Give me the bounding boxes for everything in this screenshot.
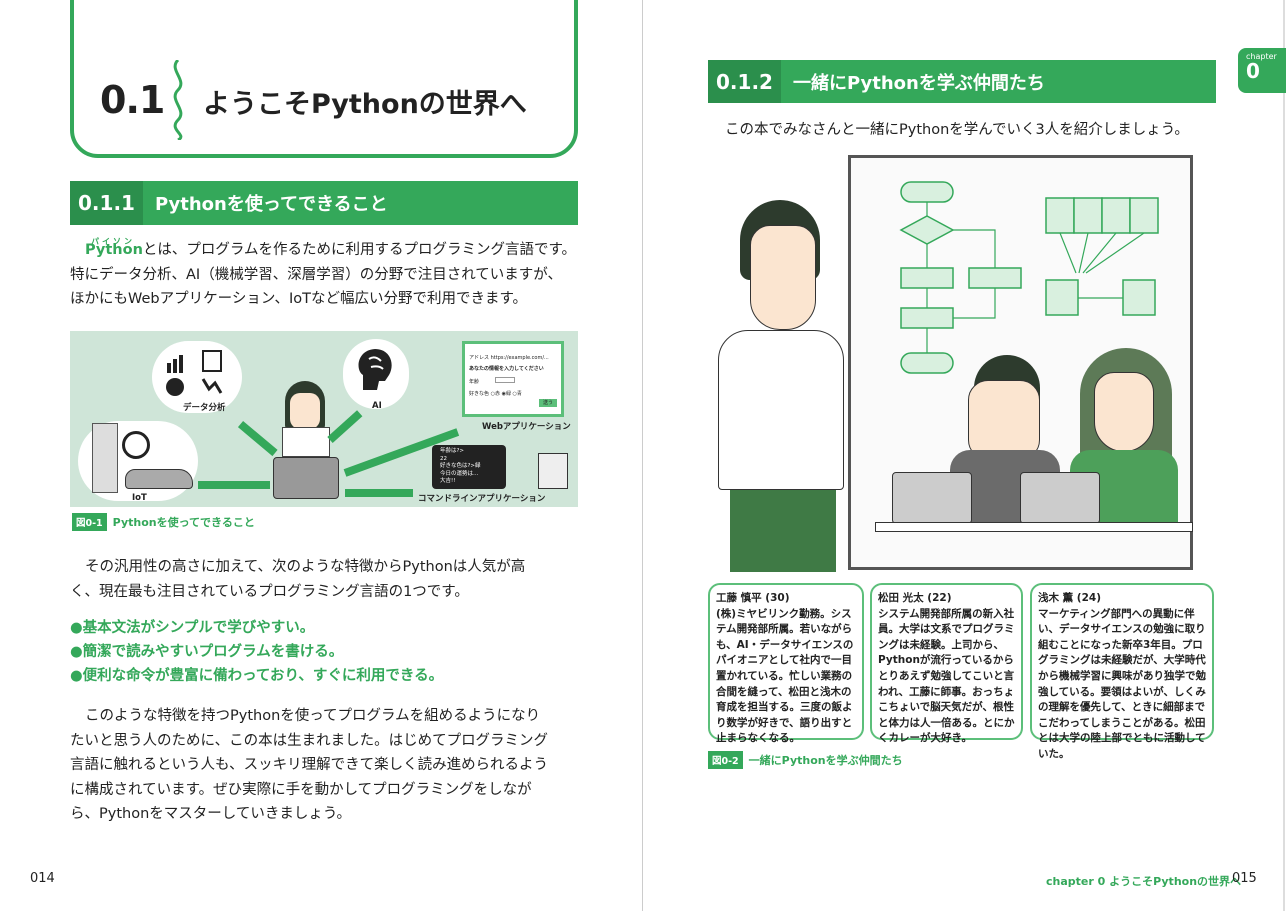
person-face (290, 393, 320, 429)
ruby-reading: パイソン (91, 237, 135, 246)
globe-icon (122, 431, 150, 459)
page-number-left: 014 (30, 871, 55, 886)
label-data-analysis: データ分析 (183, 403, 226, 413)
feature-item: ●簡潔で読みやすいプログラムを書ける。 (70, 644, 344, 660)
kudo-shirt (718, 330, 844, 490)
fridge-icon (92, 423, 118, 493)
desk (875, 522, 1193, 532)
para2: その汎用性の高さに加えて、次のような特徴からPythonは人気が高く、現在最も注… (70, 559, 526, 600)
kudo-pants (730, 490, 836, 572)
section-number: 0.1.2 (708, 60, 781, 103)
section-number: 0.1.1 (70, 181, 143, 225)
para1-line2: 特にデータ分析、AI（機械学習、深層学習）の分野で注目されていますが、 (70, 266, 562, 283)
running-footer: chapter 0 ようこそPythonの世界へ (1046, 875, 1242, 888)
asagi-face (1094, 372, 1154, 452)
character-card-kudo: 工藤 慎平 (30)(株)ミヤビリンク勤務。システム開発部所属。若いながらも、A… (708, 583, 864, 744)
arrow-to-iot (198, 481, 270, 489)
section-title: Pythonを使ってできること (155, 194, 388, 215)
laptop-right (1020, 472, 1100, 524)
server-icon (538, 453, 568, 489)
figure-python-uses: データ分析 AI IoT アドレス https://example.com/..… (70, 331, 578, 507)
feature-item: ●基本文法がシンプルで学びやすい。 (70, 620, 315, 636)
page-number-right: 015 (1232, 871, 1257, 886)
web-app-window: アドレス https://example.com/... あなたの情報を入力して… (462, 341, 564, 417)
laptop-icon (273, 457, 339, 499)
person-shirt (282, 427, 330, 457)
label-web-app: Webアプリケーション (482, 422, 571, 432)
chart-icons (166, 350, 223, 396)
section-header-0-1-1: 0.1.1 Pythonを使ってできること (70, 181, 578, 225)
para1-line3: ほかにもWebアプリケーション、IoTなど幅広い分野で利用できます。 (70, 291, 528, 307)
para3: このような特徴を持つPythonを使ってプログラムを組めるようになりたいと思う人… (70, 708, 549, 822)
wavy-divider-icon (173, 60, 183, 140)
chapter-heading-box (70, 0, 578, 158)
para1-line1: とは、プログラムを作るために利用するプログラミング言語です。 (142, 242, 577, 258)
feature-item: ●便利な命令が豊富に備わっており、すぐに利用できる。 (70, 668, 444, 684)
character-card-matsuda: 松田 光太 (22)システム開発部所属の新入社員。大学は文系でプログラミングは未… (870, 583, 1023, 744)
brain-head-icon (358, 349, 392, 390)
laptop-left (892, 472, 972, 524)
flowchart-drawing (899, 181, 1159, 374)
arrow-to-data (237, 421, 278, 457)
label-ai: AI (372, 401, 382, 411)
section-title: 一緒にPythonを学ぶ仲間たち (793, 72, 1045, 94)
feature-list: ●基本文法がシンプルで学びやすい。 ●簡潔で読みやすいプログラムを書ける。 ●便… (70, 616, 443, 688)
intro-text: この本でみなさんと一緒にPythonを学んでいく3人を紹介しましょう。 (725, 122, 1189, 138)
section-header-0-1-2: 0.1.2 一緒にPythonを学ぶ仲間たち (708, 60, 1216, 103)
kudo-face (750, 225, 816, 330)
character-card-asagi: 浅木 薫 (24)マーケティング部門への異動に伴い、データサイエンスの勉強に取り… (1030, 583, 1214, 760)
data-analysis-cloud (152, 341, 242, 413)
arrow-to-ai (327, 410, 363, 443)
chapter-heading-title: ようこそPythonの世界へ (203, 89, 527, 120)
book-spine (642, 0, 643, 911)
chapter-tab: chapter 0 (1238, 48, 1286, 93)
chapter-heading-number: 0.1 (100, 78, 165, 122)
arrow-to-cli (345, 489, 413, 497)
page-edge (1283, 0, 1285, 911)
label-iot: IoT (132, 493, 147, 503)
matsuda-face (968, 380, 1040, 460)
car-icon (125, 469, 193, 489)
label-cli-app: コマンドラインアプリケーション (418, 494, 546, 504)
